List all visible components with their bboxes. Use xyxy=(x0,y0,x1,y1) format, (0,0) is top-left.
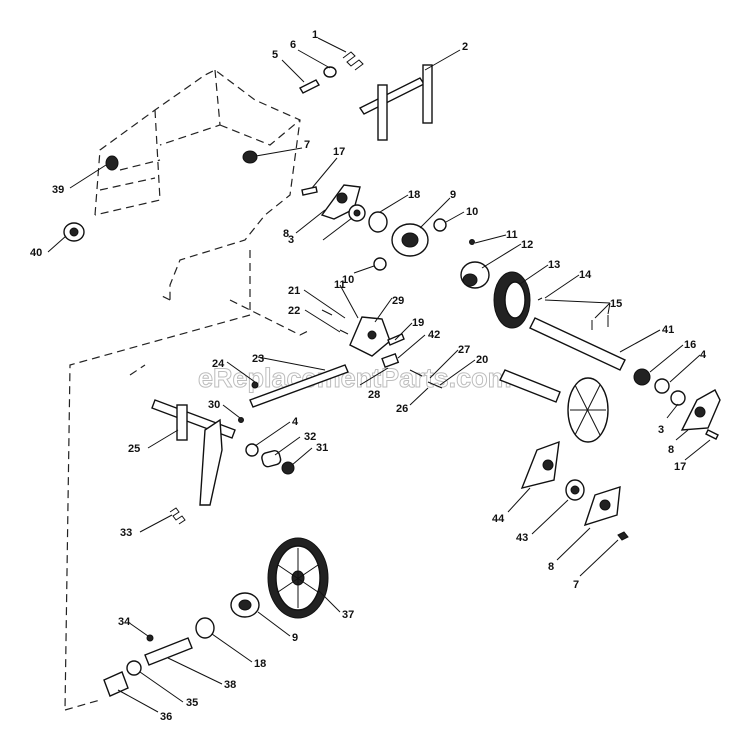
callout-29: 29 xyxy=(392,295,404,307)
callout-12: 12 xyxy=(521,239,533,251)
callout-4-b: 4 xyxy=(292,416,299,428)
callout-36: 36 xyxy=(160,711,172,723)
callout-24: 24 xyxy=(212,358,225,370)
callout-2: 2 xyxy=(462,41,468,53)
callout-23: 23 xyxy=(252,353,264,365)
callout-32: 32 xyxy=(304,431,316,443)
callout-11-b: 11 xyxy=(334,279,346,291)
callout-19: 19 xyxy=(412,317,424,329)
callout-5: 5 xyxy=(272,49,278,61)
callout-8-b: 8 xyxy=(668,444,674,456)
callout-10-b: 10 xyxy=(342,274,354,286)
callout-7-a: 7 xyxy=(304,139,310,151)
callout-21: 21 xyxy=(288,285,300,297)
callout-28: 28 xyxy=(368,389,380,401)
callout-17-a: 17 xyxy=(333,146,345,158)
callout-16: 16 xyxy=(684,339,696,351)
callout-7-b: 7 xyxy=(573,579,579,591)
callout-37: 37 xyxy=(342,609,354,621)
callout-41: 41 xyxy=(662,324,674,336)
callout-9-a: 9 xyxy=(450,189,456,201)
callout-40: 40 xyxy=(30,247,42,259)
callout-31: 31 xyxy=(316,442,328,454)
callout-44: 44 xyxy=(492,513,505,525)
callout-25: 25 xyxy=(128,443,140,455)
callout-15: 15 xyxy=(610,298,622,310)
part-shapes xyxy=(63,51,721,697)
callout-3-b: 3 xyxy=(658,424,664,436)
callout-43: 43 xyxy=(516,532,528,544)
callout-17-b: 17 xyxy=(674,461,686,473)
callout-10-a: 10 xyxy=(466,206,478,218)
housing-frame xyxy=(64,69,311,711)
callout-labels: 1 2 3 3 4 4 5 6 7 7 8 8 8 9 9 10 10 11 1… xyxy=(30,29,707,723)
callout-9-b: 9 xyxy=(292,632,298,644)
callout-38: 38 xyxy=(224,679,236,691)
callout-11-a: 11 xyxy=(506,229,518,241)
callout-4-a: 4 xyxy=(700,349,707,361)
callout-33: 33 xyxy=(120,527,132,539)
leader-lines xyxy=(47,37,711,713)
callout-20: 20 xyxy=(476,354,488,366)
callout-18-b: 18 xyxy=(254,658,266,670)
callout-42: 42 xyxy=(428,329,440,341)
callout-26: 26 xyxy=(396,403,408,415)
callout-30: 30 xyxy=(208,399,220,411)
callout-8-a: 8 xyxy=(283,228,289,240)
callout-14: 14 xyxy=(579,269,592,281)
callout-34: 34 xyxy=(118,616,131,628)
callout-22: 22 xyxy=(288,305,300,317)
callout-35: 35 xyxy=(186,697,198,709)
callout-3-a: 3 xyxy=(288,234,294,246)
callout-6: 6 xyxy=(290,39,296,51)
callout-8-c: 8 xyxy=(548,561,554,573)
callout-1: 1 xyxy=(312,29,318,41)
callout-39: 39 xyxy=(52,184,64,196)
callout-13: 13 xyxy=(548,259,560,271)
callout-27: 27 xyxy=(458,344,470,356)
callout-18-a: 18 xyxy=(408,189,420,201)
